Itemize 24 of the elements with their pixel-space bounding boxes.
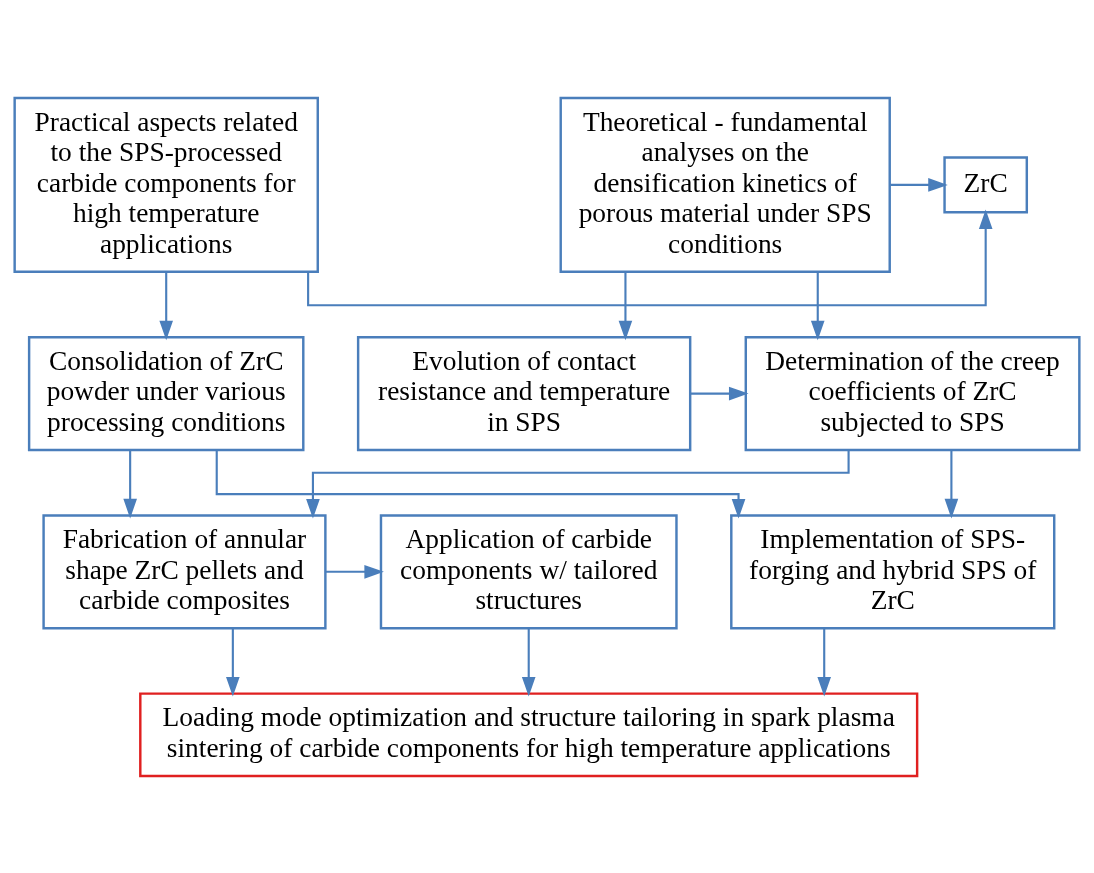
arrow [325, 564, 384, 579]
arrow [159, 271, 174, 340]
arrow [690, 386, 749, 400]
arrow [817, 627, 832, 696]
arrow [215, 449, 746, 519]
node-box: Practical aspects related to the SPS-processed carbide components for high temperature applications [13, 96, 319, 273]
arrow [306, 449, 850, 519]
arrow [618, 271, 633, 340]
node-box: Consolidation of ZrC powder under various processing conditions [27, 335, 305, 451]
node-box: Evolution of contact resistance and temperature in SPS [356, 335, 692, 451]
node-box: Fabrication of annular shape ZrC pellets and carbide composites [42, 513, 327, 629]
node-box: Loading mode optimization and structure tailoring in spark plasma sintering of carbide components for high temperature applications [139, 691, 919, 777]
arrow [226, 627, 240, 696]
arrow [123, 449, 137, 518]
arrow [944, 449, 959, 518]
arrow [521, 627, 536, 696]
node-box: Application of carbide components w/ tailored structures [379, 513, 678, 629]
node-box: ZrC [943, 155, 1028, 214]
node-box: Implementation of SPS-forging and hybrid SPS of ZrC [730, 513, 1056, 629]
arrow [307, 209, 993, 306]
node-box: Theoretical - fundamental analyses on the densification kinetics of porous material under SPS conditions [559, 96, 891, 273]
node-box: Determination of the creep coefficients of ZrC subjected to SPS [744, 335, 1081, 451]
arrow [890, 177, 948, 192]
arrow [810, 271, 825, 340]
